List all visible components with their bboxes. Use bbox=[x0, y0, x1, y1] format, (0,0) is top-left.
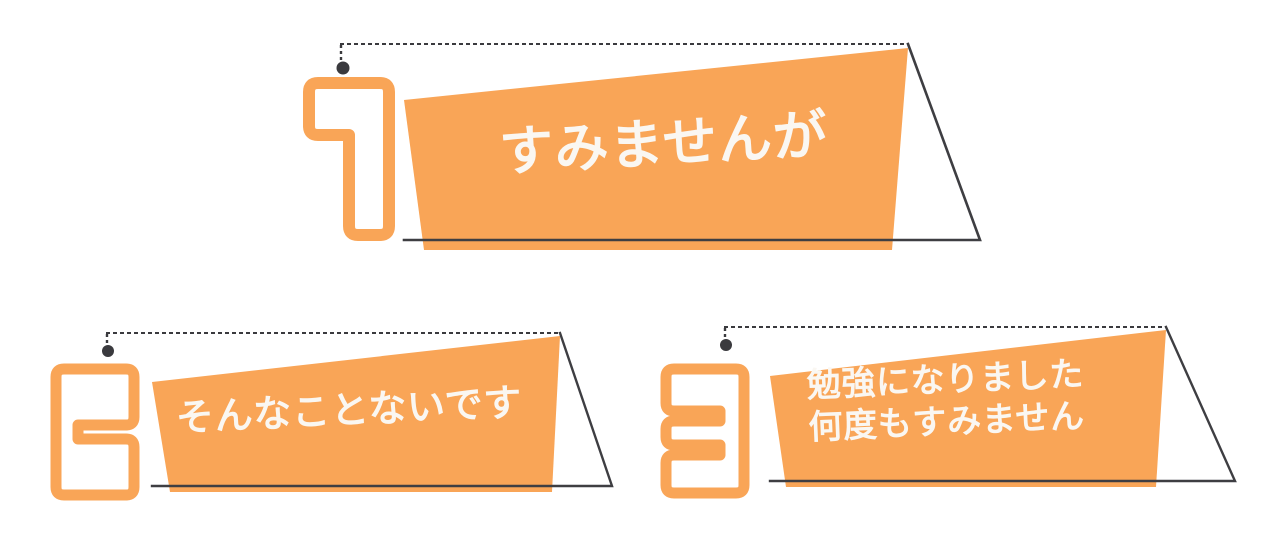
card-3-callout-dot-icon bbox=[720, 339, 732, 351]
card-2-number-glyph bbox=[50, 363, 140, 501]
card-2-accent-shape bbox=[152, 336, 560, 492]
card-1-number-glyph bbox=[303, 77, 395, 241]
card-3-outline-rule bbox=[768, 325, 1237, 483]
card-2[interactable] bbox=[50, 331, 614, 501]
card-1-outline-rule bbox=[402, 42, 982, 242]
card-3[interactable] bbox=[660, 325, 1237, 499]
card-1[interactable] bbox=[303, 42, 982, 250]
card-2-outline-rule bbox=[150, 331, 614, 488]
card-3-number-glyph bbox=[660, 363, 750, 499]
card-1-callout-dot-icon bbox=[336, 61, 350, 75]
card-1-accent-shape bbox=[404, 48, 908, 250]
card-3-accent-shape bbox=[770, 330, 1166, 487]
card-2-callout-dot-icon bbox=[102, 345, 114, 357]
